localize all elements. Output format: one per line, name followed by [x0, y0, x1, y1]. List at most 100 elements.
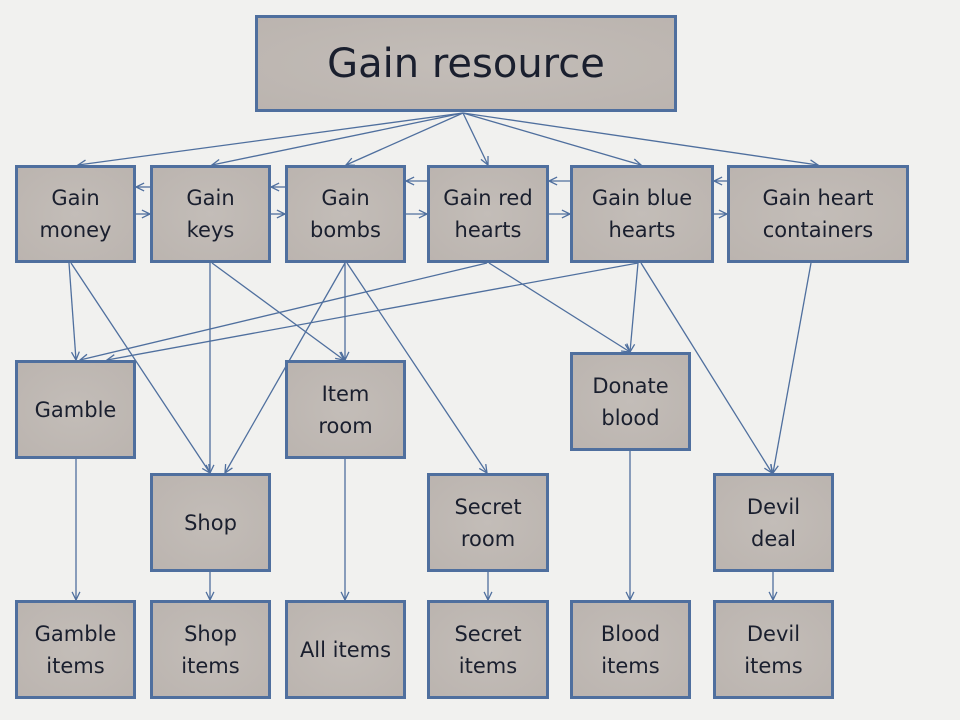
- arrow-gain-red-hearts-to-gamble: [78, 262, 488, 363]
- arrow-line: [462, 112, 642, 166]
- node-item-room: Item room: [285, 360, 406, 459]
- node-gain-resource: Gain resource: [255, 15, 677, 112]
- arrow-line: [68, 262, 77, 361]
- node-devil-items: Devil items: [713, 600, 834, 699]
- arrow-gain-heart-containers-to-gain-blue-hearts: [712, 176, 727, 186]
- arrow-item-room-to-all-items: [340, 459, 350, 602]
- arrow-gain-resource-to-gain-heart-containers: [462, 112, 820, 169]
- arrowhead-icon: [418, 209, 429, 219]
- arrow-gain-blue-hearts-to-gain-heart-containers: [714, 209, 729, 219]
- node-label: Item room: [318, 381, 373, 438]
- arrowhead-icon: [769, 464, 779, 475]
- arrow-gain-red-hearts-to-donate-blood: [488, 262, 632, 353]
- arrow-line: [462, 112, 489, 166]
- arrowhead-icon: [340, 591, 350, 602]
- arrowhead-icon: [547, 176, 558, 186]
- arrow-shop-to-shop-items: [205, 572, 215, 602]
- arrow-line: [211, 112, 464, 166]
- arrow-line: [629, 262, 639, 353]
- arrow-gain-bombs-to-item-room: [340, 263, 350, 362]
- arrowhead-icon: [712, 176, 723, 186]
- arrow-gain-bombs-to-gain-keys: [269, 182, 285, 192]
- arrowhead-icon: [478, 463, 488, 475]
- node-label: Devil items: [744, 621, 803, 678]
- node-label: Blood items: [600, 621, 661, 678]
- arrow-gain-keys-to-item-room: [211, 262, 346, 361]
- arrowhead-icon: [224, 463, 233, 475]
- node-label: Gain heart containers: [762, 186, 874, 242]
- arrow-gain-resource-to-gain-red-hearts: [462, 112, 489, 167]
- arrowhead-icon: [134, 182, 145, 192]
- arrow-gain-red-hearts-to-gain-bombs: [404, 176, 427, 186]
- node-secret-items: Secret items: [427, 600, 549, 699]
- arrowhead-icon: [718, 209, 729, 219]
- node-gain-heart-containers: Gain heart containers: [727, 165, 909, 263]
- node-gamble-items: Gamble items: [15, 600, 136, 699]
- arrow-gain-keys-to-gain-money: [134, 182, 150, 192]
- node-gain-red-hearts: Gain red hearts: [427, 165, 549, 263]
- arrow-line: [772, 262, 812, 474]
- arrowhead-icon: [276, 209, 287, 219]
- arrow-line: [345, 112, 464, 166]
- arrowhead-icon: [620, 344, 632, 353]
- node-donate-blood: Donate blood: [570, 352, 691, 451]
- arrow-devil-deal-to-devil-items: [768, 572, 778, 602]
- arrowhead-icon: [205, 464, 215, 475]
- arrow-gain-keys-to-shop: [205, 263, 215, 475]
- arrow-line: [106, 262, 639, 361]
- node-devil-deal: Devil deal: [713, 473, 834, 572]
- node-gain-keys: Gain keys: [150, 165, 271, 263]
- arrowhead-icon: [404, 176, 415, 186]
- node-shop-items: Shop items: [150, 600, 271, 699]
- node-all-items: All items: [285, 600, 406, 699]
- arrow-line: [77, 112, 464, 166]
- arrow-gain-money-to-gamble: [68, 262, 80, 362]
- node-blood-items: Blood items: [570, 600, 691, 699]
- node-label: Secret items: [454, 621, 522, 678]
- node-label: Gamble items: [34, 621, 117, 678]
- node-label: Devil deal: [746, 494, 801, 551]
- arrowhead-icon: [205, 591, 215, 602]
- arrowhead-icon: [483, 591, 493, 602]
- node-gain-money: Gain money: [15, 165, 136, 263]
- node-label: Donate blood: [592, 373, 669, 430]
- arrowhead-icon: [71, 591, 81, 602]
- node-label: Gain red hearts: [443, 186, 533, 242]
- node-gamble: Gamble: [15, 360, 136, 459]
- arrow-line: [462, 112, 819, 166]
- arrowhead-icon: [141, 209, 152, 219]
- node-gain-blue-hearts: Gain blue hearts: [570, 165, 714, 263]
- arrowhead-icon: [201, 463, 211, 475]
- arrow-gain-blue-hearts-to-donate-blood: [626, 262, 639, 354]
- node-secret-room: Secret room: [427, 473, 549, 572]
- arrow-gain-bombs-to-gain-red-hearts: [406, 209, 429, 219]
- node-label: Gain resource: [327, 40, 605, 87]
- node-label: Secret room: [454, 494, 522, 551]
- node-shop: Shop: [150, 473, 271, 572]
- arrow-line: [79, 262, 488, 361]
- arrowhead-icon: [768, 591, 778, 602]
- arrow-gain-resource-to-gain-blue-hearts: [462, 112, 643, 168]
- arrow-donate-blood-to-blood-items: [625, 451, 635, 602]
- arrowhead-icon: [561, 209, 572, 219]
- arrowhead-icon: [269, 182, 280, 192]
- arrow-line: [488, 262, 631, 353]
- arrowhead-icon: [625, 591, 635, 602]
- arrow-gamble-to-gamble-items: [71, 459, 81, 602]
- arrow-secret-room-to-secret-items: [483, 572, 493, 602]
- arrow-gain-blue-hearts-to-gain-red-hearts: [547, 176, 570, 186]
- node-label: Gain keys: [186, 186, 235, 242]
- arrow-gain-red-hearts-to-gain-blue-hearts: [549, 209, 572, 219]
- arrowhead-icon: [70, 351, 80, 362]
- node-label: Shop items: [181, 621, 240, 678]
- node-label: Gamble: [34, 397, 117, 422]
- node-label: Gain bombs: [310, 186, 381, 242]
- arrow-gain-resource-to-gain-bombs: [344, 112, 464, 166]
- arrow-gain-resource-to-gain-keys: [210, 112, 464, 168]
- node-label: Gain money: [39, 186, 112, 242]
- arrowhead-icon: [480, 155, 489, 167]
- arrow-gain-money-to-gain-keys: [136, 209, 152, 219]
- node-label: Shop: [184, 510, 237, 535]
- arrowhead-icon: [335, 351, 346, 361]
